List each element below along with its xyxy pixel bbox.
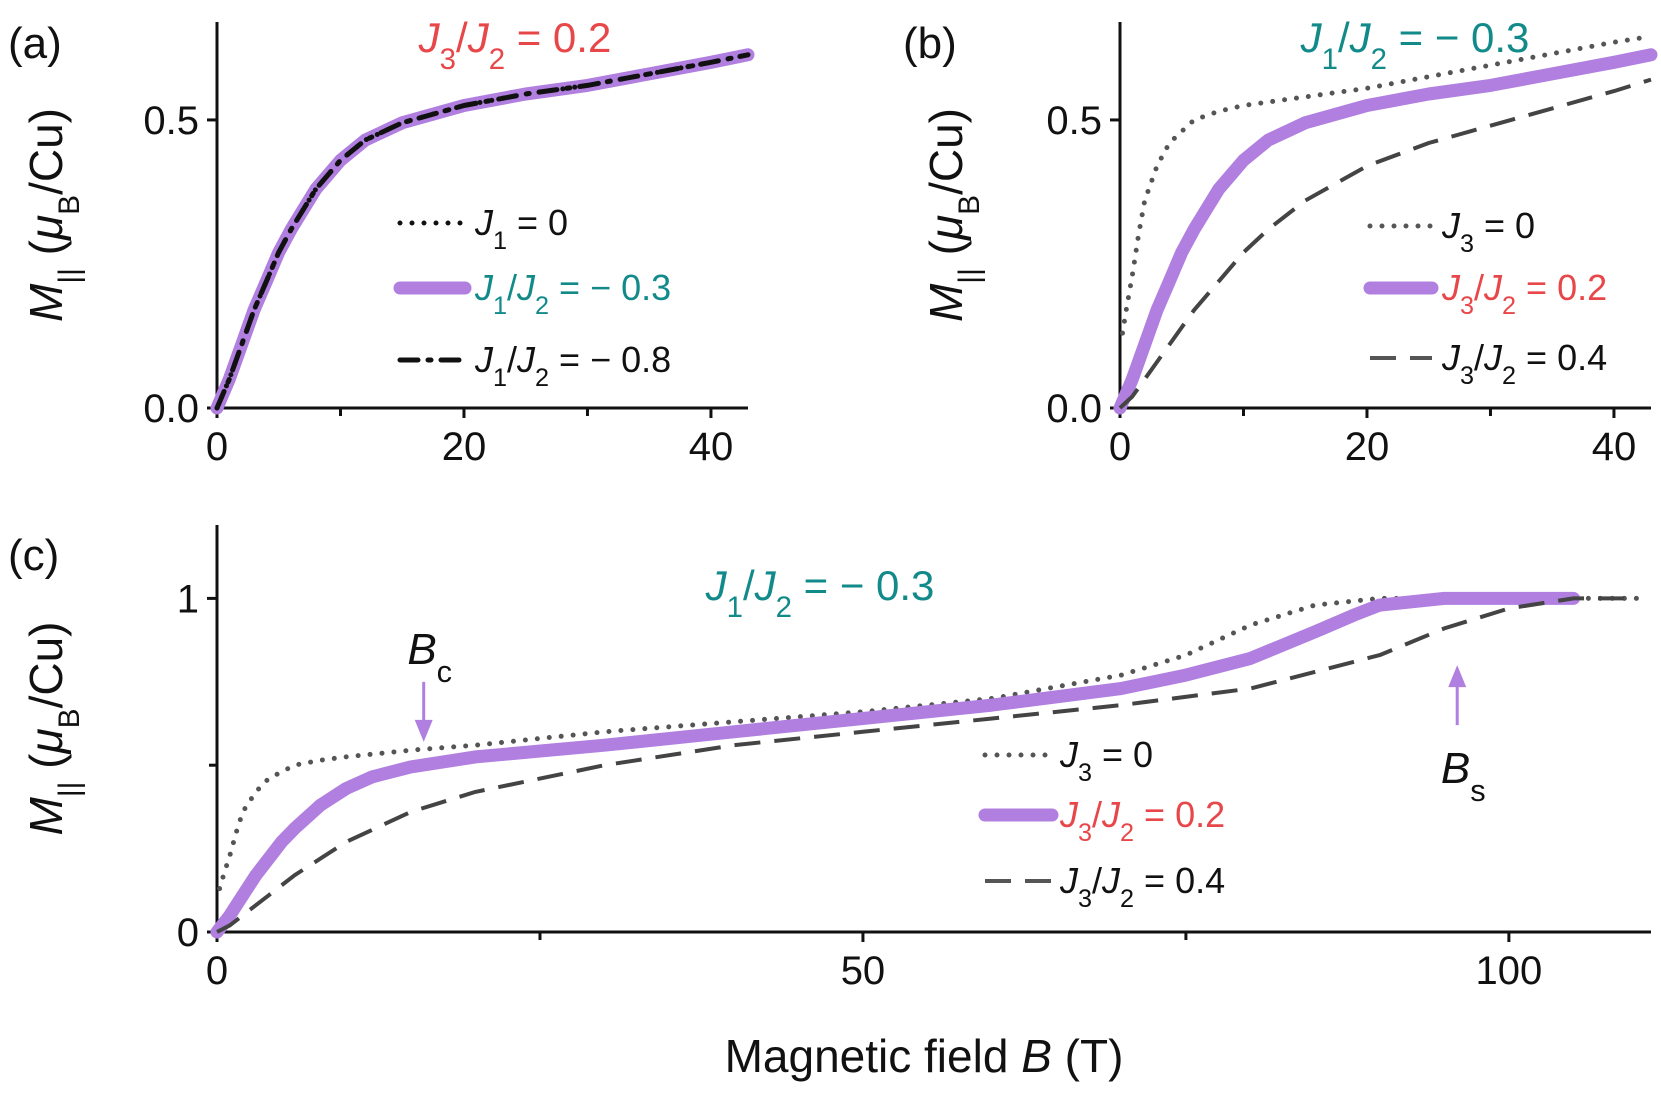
annotation-Bs: Bs xyxy=(1441,665,1486,808)
chart-panel-2: 0 20 40 0.0 0.5 (b) J1/J2 = − 0.3M|| (μB/Cu) J3… xyxy=(903,14,1658,469)
y-tick-label: 0 xyxy=(177,911,199,955)
legend-label: J1/J2 = − 0.3 xyxy=(474,267,671,320)
series-line-dotted xyxy=(217,595,1641,892)
chart-panel-3: 0 50 100 0 1 (c) J1/J2 = − 0.3M|| (μB/Cu) Magne… xyxy=(8,525,1651,1082)
panel-label: (a) xyxy=(8,19,62,68)
series-line-dashed xyxy=(216,596,1639,934)
series-line-thick xyxy=(210,591,1580,939)
panel-header: J1/J2 = − 0.3 xyxy=(705,562,935,624)
x-tick-label: 100 xyxy=(1476,949,1543,993)
arrow-head xyxy=(414,719,433,742)
panel-header: J1/J2 = − 0.3 xyxy=(1300,14,1530,76)
series-line-thick xyxy=(1113,48,1658,415)
x-tick-label: 20 xyxy=(1345,425,1390,469)
chart-panel-1: 0 20 40 0.0 0.5 (a) J3/J2 = 0.2M|| (μB/Cu) J1 =… xyxy=(8,14,755,469)
legend-label: J3 = 0 xyxy=(1059,734,1153,787)
x-tick-label: 50 xyxy=(841,949,886,993)
x-tick-label: 0 xyxy=(206,949,228,993)
y-axis-title: M|| (μB/Cu) xyxy=(920,108,986,322)
legend: J3 = 0 J3/J2 = 0.2J3/J2 = 0.4 xyxy=(978,734,1225,913)
panel-header: J3/J2 = 0.2 xyxy=(418,14,612,76)
panel-label: (c) xyxy=(8,531,59,580)
legend: J1 = 0 J1/J2 = − 0.3J1/J2 = − 0.8 xyxy=(393,202,671,392)
series-line-dashdot xyxy=(214,52,751,411)
legend-label: J3/J2 = 0.4 xyxy=(1441,337,1607,390)
annotation-label: Bc xyxy=(407,625,452,689)
legend-label: J1/J2 = − 0.8 xyxy=(474,339,671,392)
x-axis-title: Magnetic field B (T) xyxy=(725,1030,1124,1082)
y-tick-label: 1 xyxy=(177,577,199,621)
annotation-label: Bs xyxy=(1441,744,1486,808)
y-tick-label: 0.0 xyxy=(143,387,199,431)
x-tick-label: 40 xyxy=(1592,425,1637,469)
legend-label: J3/J2 = 0.2 xyxy=(1441,267,1607,320)
legend-label: J3/J2 = 0.4 xyxy=(1059,860,1225,913)
x-tick-label: 40 xyxy=(689,425,734,469)
x-tick-label: 20 xyxy=(442,425,487,469)
legend-label: J3/J2 = 0.2 xyxy=(1059,794,1225,847)
x-tick-label: 0 xyxy=(206,425,228,469)
annotation-Bc: Bc xyxy=(407,625,452,742)
legend: J3 = 0 J3/J2 = 0.2J3/J2 = 0.4 xyxy=(1363,205,1607,390)
y-tick-label: 0.5 xyxy=(143,99,199,143)
series-line-dashed xyxy=(1118,77,1652,410)
panel-label: (b) xyxy=(903,19,957,68)
y-tick-label: 0.0 xyxy=(1046,387,1102,431)
x-tick-label: 0 xyxy=(1109,425,1131,469)
y-tick-label: 0.5 xyxy=(1046,99,1102,143)
arrow-head xyxy=(1448,665,1467,688)
legend-label: J1 = 0 xyxy=(474,202,568,255)
y-axis-title: M|| (μB/Cu) xyxy=(20,108,86,322)
legend-label: J3 = 0 xyxy=(1441,205,1535,258)
y-axis-title: M|| (μB/Cu) xyxy=(20,621,86,835)
